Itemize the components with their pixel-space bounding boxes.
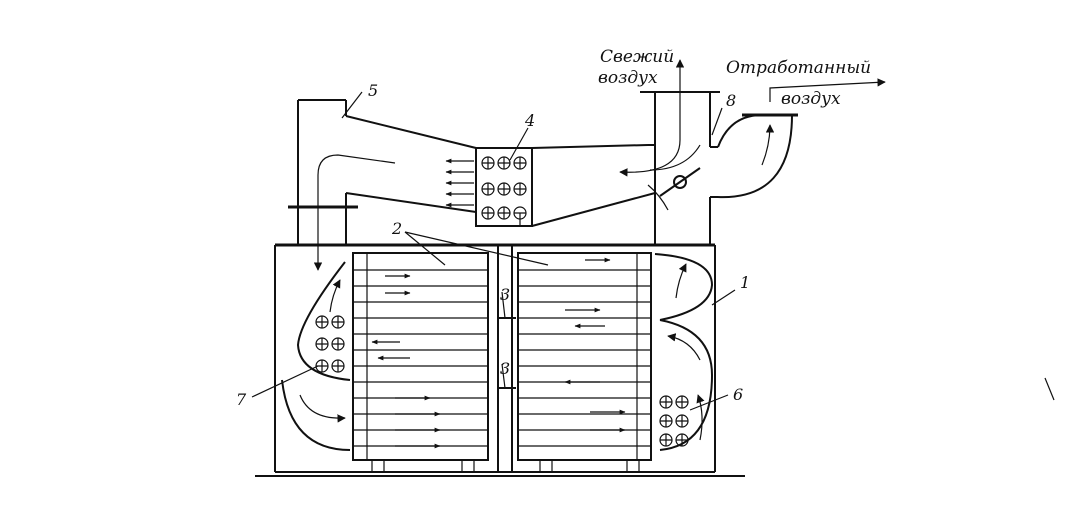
callout-3-lower: 3 xyxy=(500,359,510,378)
damper-pivot xyxy=(673,175,687,189)
right-heater xyxy=(654,253,714,451)
exhaust-elbow xyxy=(710,78,886,199)
exhaust-air-label-line2: воздух xyxy=(781,89,841,109)
right-trolley xyxy=(517,252,652,473)
heater-outflow-arrows xyxy=(445,158,474,208)
callout-7: 7 xyxy=(236,390,247,409)
left-heater xyxy=(281,261,351,451)
damper xyxy=(659,167,701,197)
right-trolley-wheel-a xyxy=(539,459,553,473)
left-trolley-flow-arrows xyxy=(371,273,441,449)
left-trolley-wheel-b xyxy=(461,459,475,473)
left-trolley xyxy=(352,252,489,473)
right-trolley-wheel-b xyxy=(626,459,640,473)
fresh-air-inlet xyxy=(619,59,701,211)
central-partition xyxy=(497,245,516,472)
heater-tubes-4 xyxy=(481,156,527,225)
fresh-air-label-line2: воздух xyxy=(598,68,658,88)
callout-2: 2 xyxy=(391,219,402,238)
callout-3-upper: 3 xyxy=(500,285,510,304)
leader-lines xyxy=(251,91,1055,411)
drying-chamber xyxy=(274,243,716,473)
left-air-duct xyxy=(288,99,477,271)
callout-6: 6 xyxy=(733,385,743,404)
left-trolley-wheel-a xyxy=(371,459,385,473)
right-air-duct xyxy=(531,91,720,245)
exhaust-air-label-line1: Отработанный xyxy=(726,58,871,78)
callout-4: 4 xyxy=(524,111,535,130)
fresh-air-label-line1: Свежий xyxy=(600,47,674,67)
right-trolley-flow-arrows xyxy=(564,257,626,433)
upper-heater-box xyxy=(445,147,533,227)
callout-5: 5 xyxy=(368,81,378,100)
callout-8: 8 xyxy=(726,91,736,110)
callout-1: 1 xyxy=(740,273,750,292)
